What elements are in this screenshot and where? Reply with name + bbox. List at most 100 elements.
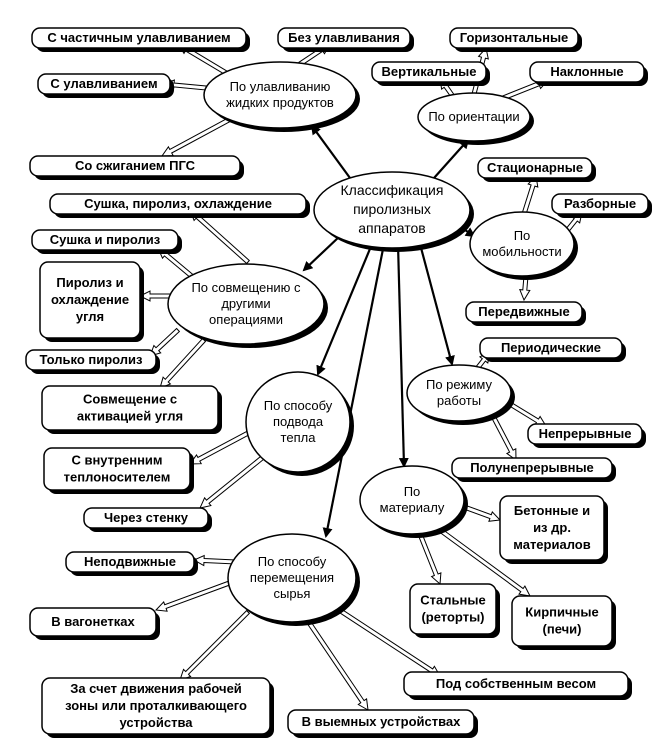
item-box-combination-4 bbox=[41, 385, 219, 431]
item-label-mode-1-line: Непрерывные bbox=[539, 426, 632, 441]
item-label-heat-0-line: С внутренним bbox=[71, 453, 162, 468]
item-label-combination-0-line: Сушка, пиролиз, охлаждение bbox=[84, 196, 272, 211]
connector-combination-item-3 bbox=[149, 327, 181, 357]
item-label-movement-2: За счет движения рабочей зоны или проталк… bbox=[65, 681, 247, 730]
item-label-movement-1: В вагонетках bbox=[51, 614, 135, 629]
category-label-movement-line: сырья bbox=[274, 586, 311, 601]
item-label-mobility-0: Стационарные bbox=[487, 160, 583, 175]
item-label-mobility-1-line: Разборные bbox=[564, 196, 636, 211]
category-label-capture-line: По улавливанию bbox=[230, 79, 331, 94]
item-box-mobility-1 bbox=[551, 193, 649, 215]
item-box-mode-1 bbox=[527, 423, 643, 445]
item-label-material-1: Стальные(реторты) bbox=[420, 593, 485, 625]
item-label-movement-0: Неподвижные bbox=[84, 554, 176, 569]
item-box-orientation-1 bbox=[371, 61, 487, 83]
item-box-movement-0 bbox=[65, 551, 195, 573]
category-label-mobility-line: По bbox=[514, 228, 531, 243]
connector-mode-item-2 bbox=[491, 416, 517, 461]
item-label-capture-3-line: Со сжиганием ПГС bbox=[75, 158, 196, 173]
connector-combination-item-0 bbox=[189, 209, 250, 265]
item-label-combination-2-line: Пиролиз и bbox=[56, 275, 123, 290]
connector-mode-item-1 bbox=[508, 401, 547, 427]
item-label-capture-2-line: С улавливанием bbox=[50, 76, 157, 91]
item-label-combination-1-line: Сушка и пиролиз bbox=[50, 232, 161, 247]
category-node-mode bbox=[406, 364, 512, 422]
item-label-combination-4-line: Совмещение с bbox=[83, 392, 177, 407]
connector-center-orientation bbox=[433, 138, 470, 179]
category-label-orientation: По ориентации bbox=[428, 109, 519, 124]
item-box-mode-0 bbox=[479, 337, 623, 359]
connector-center-movement bbox=[322, 243, 386, 538]
item-label-orientation-1-line: Вертикальные bbox=[382, 64, 477, 79]
item-label-combination-3-line: Только пиролиз bbox=[40, 352, 144, 367]
category-label-capture-line: жидких продуктов bbox=[226, 95, 334, 110]
item-box-capture-0 bbox=[31, 27, 247, 49]
item-box-movement-2 bbox=[41, 677, 271, 735]
item-box-orientation-0 bbox=[449, 27, 579, 49]
item-box-movement-3 bbox=[403, 671, 629, 697]
item-label-combination-3: Только пиролиз bbox=[40, 352, 144, 367]
item-box-mobility-0 bbox=[477, 157, 593, 179]
item-label-material-0-line: Бетонные и bbox=[514, 503, 590, 518]
item-label-heat-1-line: Через стенку bbox=[104, 510, 189, 525]
connector-capture-item-3 bbox=[161, 113, 238, 157]
item-box-orientation-2 bbox=[529, 61, 645, 83]
category-label-heat-line: тепла bbox=[281, 430, 317, 445]
item-label-combination-2-line: охлаждение bbox=[51, 292, 129, 307]
item-label-orientation-2-line: Наклонные bbox=[550, 64, 623, 79]
category-label-movement-line: По способу bbox=[258, 554, 327, 569]
item-label-mode-2: Полунепрерывные bbox=[470, 460, 594, 475]
item-label-movement-4-line: В выемных устройствах bbox=[302, 714, 462, 729]
category-node-movement bbox=[227, 533, 357, 623]
item-box-capture-2 bbox=[37, 73, 171, 95]
item-label-movement-1-line: В вагонетках bbox=[51, 614, 135, 629]
item-label-orientation-0: Горизонтальные bbox=[460, 30, 569, 45]
connector-center-combination bbox=[302, 235, 341, 272]
center-node bbox=[313, 171, 471, 249]
category-label-mode-line: работы bbox=[437, 393, 481, 408]
item-label-orientation-2: Наклонные bbox=[550, 64, 623, 79]
category-label-orientation-line: По ориентации bbox=[428, 109, 519, 124]
category-label-combination-line: другими bbox=[221, 296, 270, 311]
item-box-combination-2 bbox=[39, 261, 141, 339]
item-box-combination-3 bbox=[25, 349, 157, 371]
item-label-capture-2: С улавливанием bbox=[50, 76, 157, 91]
category-node-orientation bbox=[417, 92, 531, 142]
connector-heat-item-1 bbox=[199, 455, 265, 509]
item-box-movement-1 bbox=[29, 607, 157, 637]
item-label-material-0-line: материалов bbox=[513, 537, 590, 552]
item-label-heat-0-line: теплоносителем bbox=[64, 470, 171, 485]
item-label-mode-1: Непрерывные bbox=[539, 426, 632, 441]
connector-material-item-1 bbox=[417, 532, 442, 586]
category-label-material-line: По bbox=[404, 484, 421, 499]
category-label-movement-line: перемещения bbox=[250, 570, 334, 585]
category-label-combination-line: операциями bbox=[209, 312, 283, 327]
category-label-heat-line: подвода bbox=[273, 414, 324, 429]
item-box-combination-1 bbox=[31, 229, 179, 251]
item-label-heat-1: Через стенку bbox=[104, 510, 189, 525]
category-node-material bbox=[359, 465, 465, 535]
connector-center-capture bbox=[310, 124, 351, 179]
item-label-combination-4-line: активацией угля bbox=[77, 409, 183, 424]
item-label-capture-3: Со сжиганием ПГС bbox=[75, 158, 196, 173]
item-label-movement-4: В выемных устройствах bbox=[302, 714, 462, 729]
connector-movement-item-2 bbox=[179, 609, 251, 681]
item-box-mobility-2 bbox=[465, 301, 583, 323]
item-label-combination-0: Сушка, пиролиз, охлаждение bbox=[84, 196, 272, 211]
category-node-mobility bbox=[469, 211, 575, 277]
center-label-line: Классификация bbox=[341, 182, 444, 198]
item-label-movement-2-line: зоны или проталкивающего bbox=[65, 698, 247, 713]
item-label-orientation-1: Вертикальные bbox=[382, 64, 477, 79]
item-box-heat-0 bbox=[43, 447, 191, 491]
item-box-capture-1 bbox=[277, 27, 411, 49]
item-label-movement-2-line: За счет движения рабочей bbox=[70, 681, 242, 696]
item-label-mode-2-line: Полунепрерывные bbox=[470, 460, 594, 475]
category-label-heat-line: По способу bbox=[264, 398, 333, 413]
